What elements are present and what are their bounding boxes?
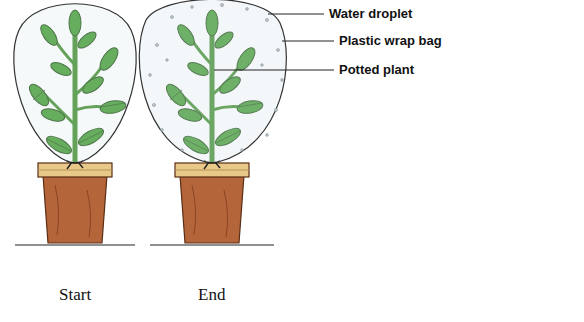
caption-label: Start xyxy=(59,285,91,305)
caption-label: End xyxy=(198,285,225,305)
leader-line xyxy=(214,14,334,70)
label-text: Water droplet xyxy=(329,6,412,21)
label-text: Potted plant xyxy=(339,62,414,77)
label-text: Plastic wrap bag xyxy=(339,33,442,48)
